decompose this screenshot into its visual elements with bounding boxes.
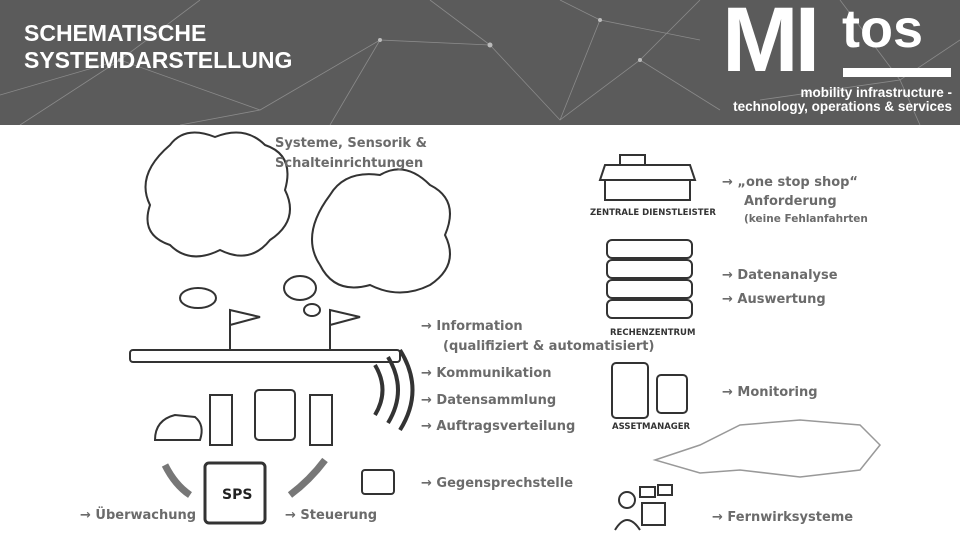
assetmanager-label: ASSETMANAGER	[612, 422, 691, 432]
canopy	[129, 349, 401, 363]
systems-line-2: Schalteinrichtungen	[275, 156, 424, 171]
logo-underline	[843, 68, 951, 77]
systems-line-1: Systeme, Sensorik &	[275, 136, 427, 151]
network-background	[0, 0, 960, 125]
logo-tos: tos	[842, 0, 923, 59]
feature-auftragsverteilung: → Auftragsverteilung	[421, 419, 576, 434]
logo-subtitle: mobility infrastructure - technology, op…	[722, 86, 952, 114]
logo-line-2: technology, operations & services	[733, 99, 952, 114]
datenanalyse: → Datenanalyse	[722, 268, 838, 283]
systems-caption: Systeme, Sensorik & Schalteinrichtungen	[275, 134, 427, 174]
feature-gegensprechstelle: → Gegensprechstelle	[421, 476, 574, 491]
illustration	[129, 131, 882, 531]
monitoring: → Monitoring	[722, 385, 818, 400]
title-line-1: SCHEMATISCHE	[24, 20, 207, 46]
truck	[254, 389, 296, 441]
title-line-2: SYSTEMDARSTELLUNG	[24, 47, 293, 73]
logo-mi: MI	[722, 0, 820, 91]
auswertung: → Auswertung	[722, 292, 826, 307]
thought-cloud-left	[144, 131, 291, 258]
steuerung-label: → Steuerung	[285, 508, 378, 523]
feature-kommunikation: → Kommunikation	[421, 366, 552, 381]
feature-information: → Information	[421, 319, 523, 334]
feature-information-detail: (qualifiziert & automatisiert)	[443, 339, 655, 354]
keine-fehlanfahrten: (keine Fehlanfahrten	[744, 213, 868, 225]
dienstleister-label: ZENTRALE DIENSTLEISTER	[590, 208, 716, 218]
ueberwachung-label: → Überwachung	[80, 508, 197, 523]
logo-line-1: mobility infrastructure -	[800, 85, 952, 100]
anforderung: Anforderung	[744, 194, 837, 209]
page-title: SCHEMATISCHE SYSTEMDARSTELLUNG	[24, 20, 292, 74]
car	[153, 413, 203, 441]
sps-label: SPS	[222, 487, 253, 503]
header-banner: SCHEMATISCHE SYSTEMDARSTELLUNG MI tos mo…	[0, 0, 960, 125]
house	[598, 154, 697, 201]
one-stop-shop: → „one stop shop“	[722, 175, 858, 190]
chip	[203, 461, 267, 525]
austria-map	[652, 419, 882, 478]
rechenzentrum-label: RECHENZENTRUM	[610, 328, 696, 338]
phone	[611, 362, 649, 419]
fernwirksysteme: → Fernwirksysteme	[712, 510, 854, 525]
thought-cloud-right	[311, 168, 451, 294]
feature-datensammlung: → Datensammlung	[421, 393, 557, 408]
